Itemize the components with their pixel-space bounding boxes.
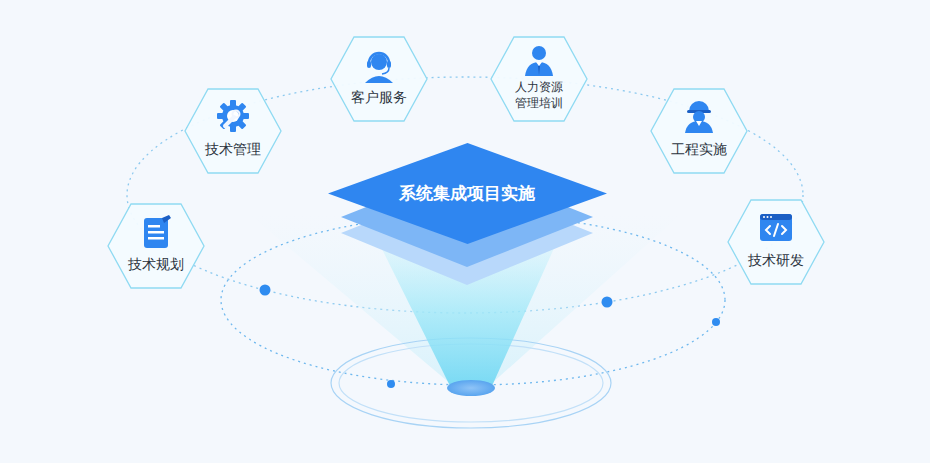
node-label: 技术规划 <box>128 255 184 273</box>
node-label: 技术管理 <box>205 140 261 158</box>
orbit-dot <box>712 318 720 326</box>
headset-icon <box>361 47 397 83</box>
hexagon-node: 客户服务 <box>330 36 428 122</box>
orbit-dot <box>602 297 613 308</box>
diamond-node: 系统集成项目实施 <box>328 143 607 244</box>
suit-icon <box>521 42 557 78</box>
node-label: 工程实施 <box>671 140 727 158</box>
hexagon-outline <box>727 199 825 285</box>
gear-icon <box>215 98 251 134</box>
node-label: 技术研发 <box>748 251 804 269</box>
orbit-dot <box>387 380 395 388</box>
light-spot <box>447 380 495 396</box>
helmet-icon <box>681 97 717 133</box>
orbit-dot <box>260 285 271 296</box>
node-label: 系统集成项目实施 <box>399 182 535 204</box>
hexagon-node: 技术规划 <box>107 203 205 289</box>
orbit-outer <box>127 77 803 313</box>
hexagon-node: 工程实施 <box>650 88 748 174</box>
code-icon <box>758 209 794 245</box>
hexagon-node: 技术管理 <box>184 88 282 174</box>
hexagon-node: 技术研发 <box>727 199 825 285</box>
hexagon-node: 人力资源 管理培训 <box>490 36 588 122</box>
doc-icon <box>138 214 174 250</box>
node-label: 人力资源 管理培训 <box>511 80 567 111</box>
node-label: 客户服务 <box>351 88 407 106</box>
